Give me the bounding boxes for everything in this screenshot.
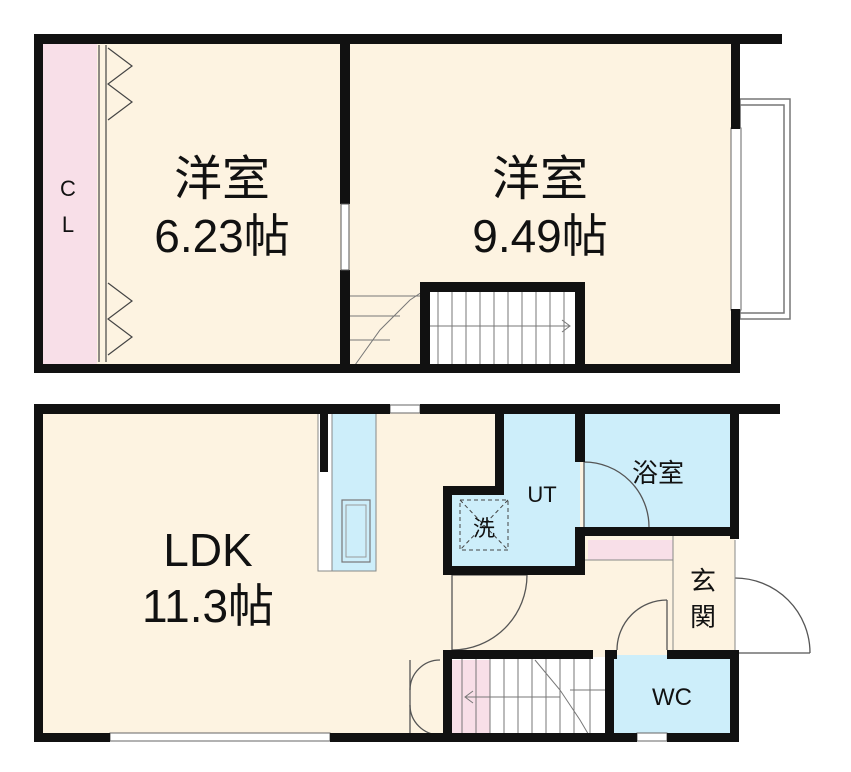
utility-fill <box>500 411 580 571</box>
bathroom-label: 浴室 <box>632 458 684 488</box>
entrance-label-2: 関 <box>690 602 716 632</box>
stairs-upper <box>350 288 578 366</box>
kitchen-counter <box>317 410 377 572</box>
toilet-fill <box>612 655 732 735</box>
closet-folding-doors <box>98 45 133 362</box>
door-opening-upper <box>340 203 350 271</box>
washer-area-fill <box>448 490 508 570</box>
window-bottom-wc <box>636 732 668 742</box>
upper-floor-fill <box>40 40 740 368</box>
balcony <box>739 98 791 320</box>
upper-floor: C L 洋室 6.23帖 洋室 9.49帖 <box>34 34 791 373</box>
lower-floor: LDK 11.3帖 UT 洗 浴室 玄 関 WC <box>34 404 811 742</box>
western-room-2-size: 9.49帖 <box>472 210 608 262</box>
window-top-lower <box>389 404 421 414</box>
western-room-1-name: 洋室 <box>174 153 270 206</box>
western-room-1-size: 6.23帖 <box>154 210 290 262</box>
partition-lines <box>585 536 736 650</box>
washer-label: 洗 <box>473 516 495 541</box>
window-east-upper <box>730 127 742 311</box>
window-bottom-ldk <box>109 732 331 742</box>
closet-fill <box>40 40 97 368</box>
closet-label-l: L <box>62 212 74 237</box>
utility-label: UT <box>527 482 556 507</box>
door-swing-hall <box>451 574 528 651</box>
ldk-size: 11.3帖 <box>142 580 274 632</box>
stairs-lower <box>450 657 605 738</box>
door-swing-bath <box>583 461 650 528</box>
toilet-label: WC <box>652 684 692 711</box>
closet-label-c: C <box>60 176 76 201</box>
hallway-pink-strip <box>588 540 673 560</box>
ldk-name: LDK <box>163 524 253 576</box>
entrance-label-1: 玄 <box>690 566 716 596</box>
door-swing-toilet <box>616 599 668 651</box>
western-room-2-name: 洋室 <box>492 153 588 206</box>
lower-walls <box>34 404 780 742</box>
washer-icon <box>459 499 509 551</box>
bathroom-fill <box>584 411 732 531</box>
door-swing-entrance <box>734 577 811 654</box>
upper-walls <box>34 34 782 373</box>
